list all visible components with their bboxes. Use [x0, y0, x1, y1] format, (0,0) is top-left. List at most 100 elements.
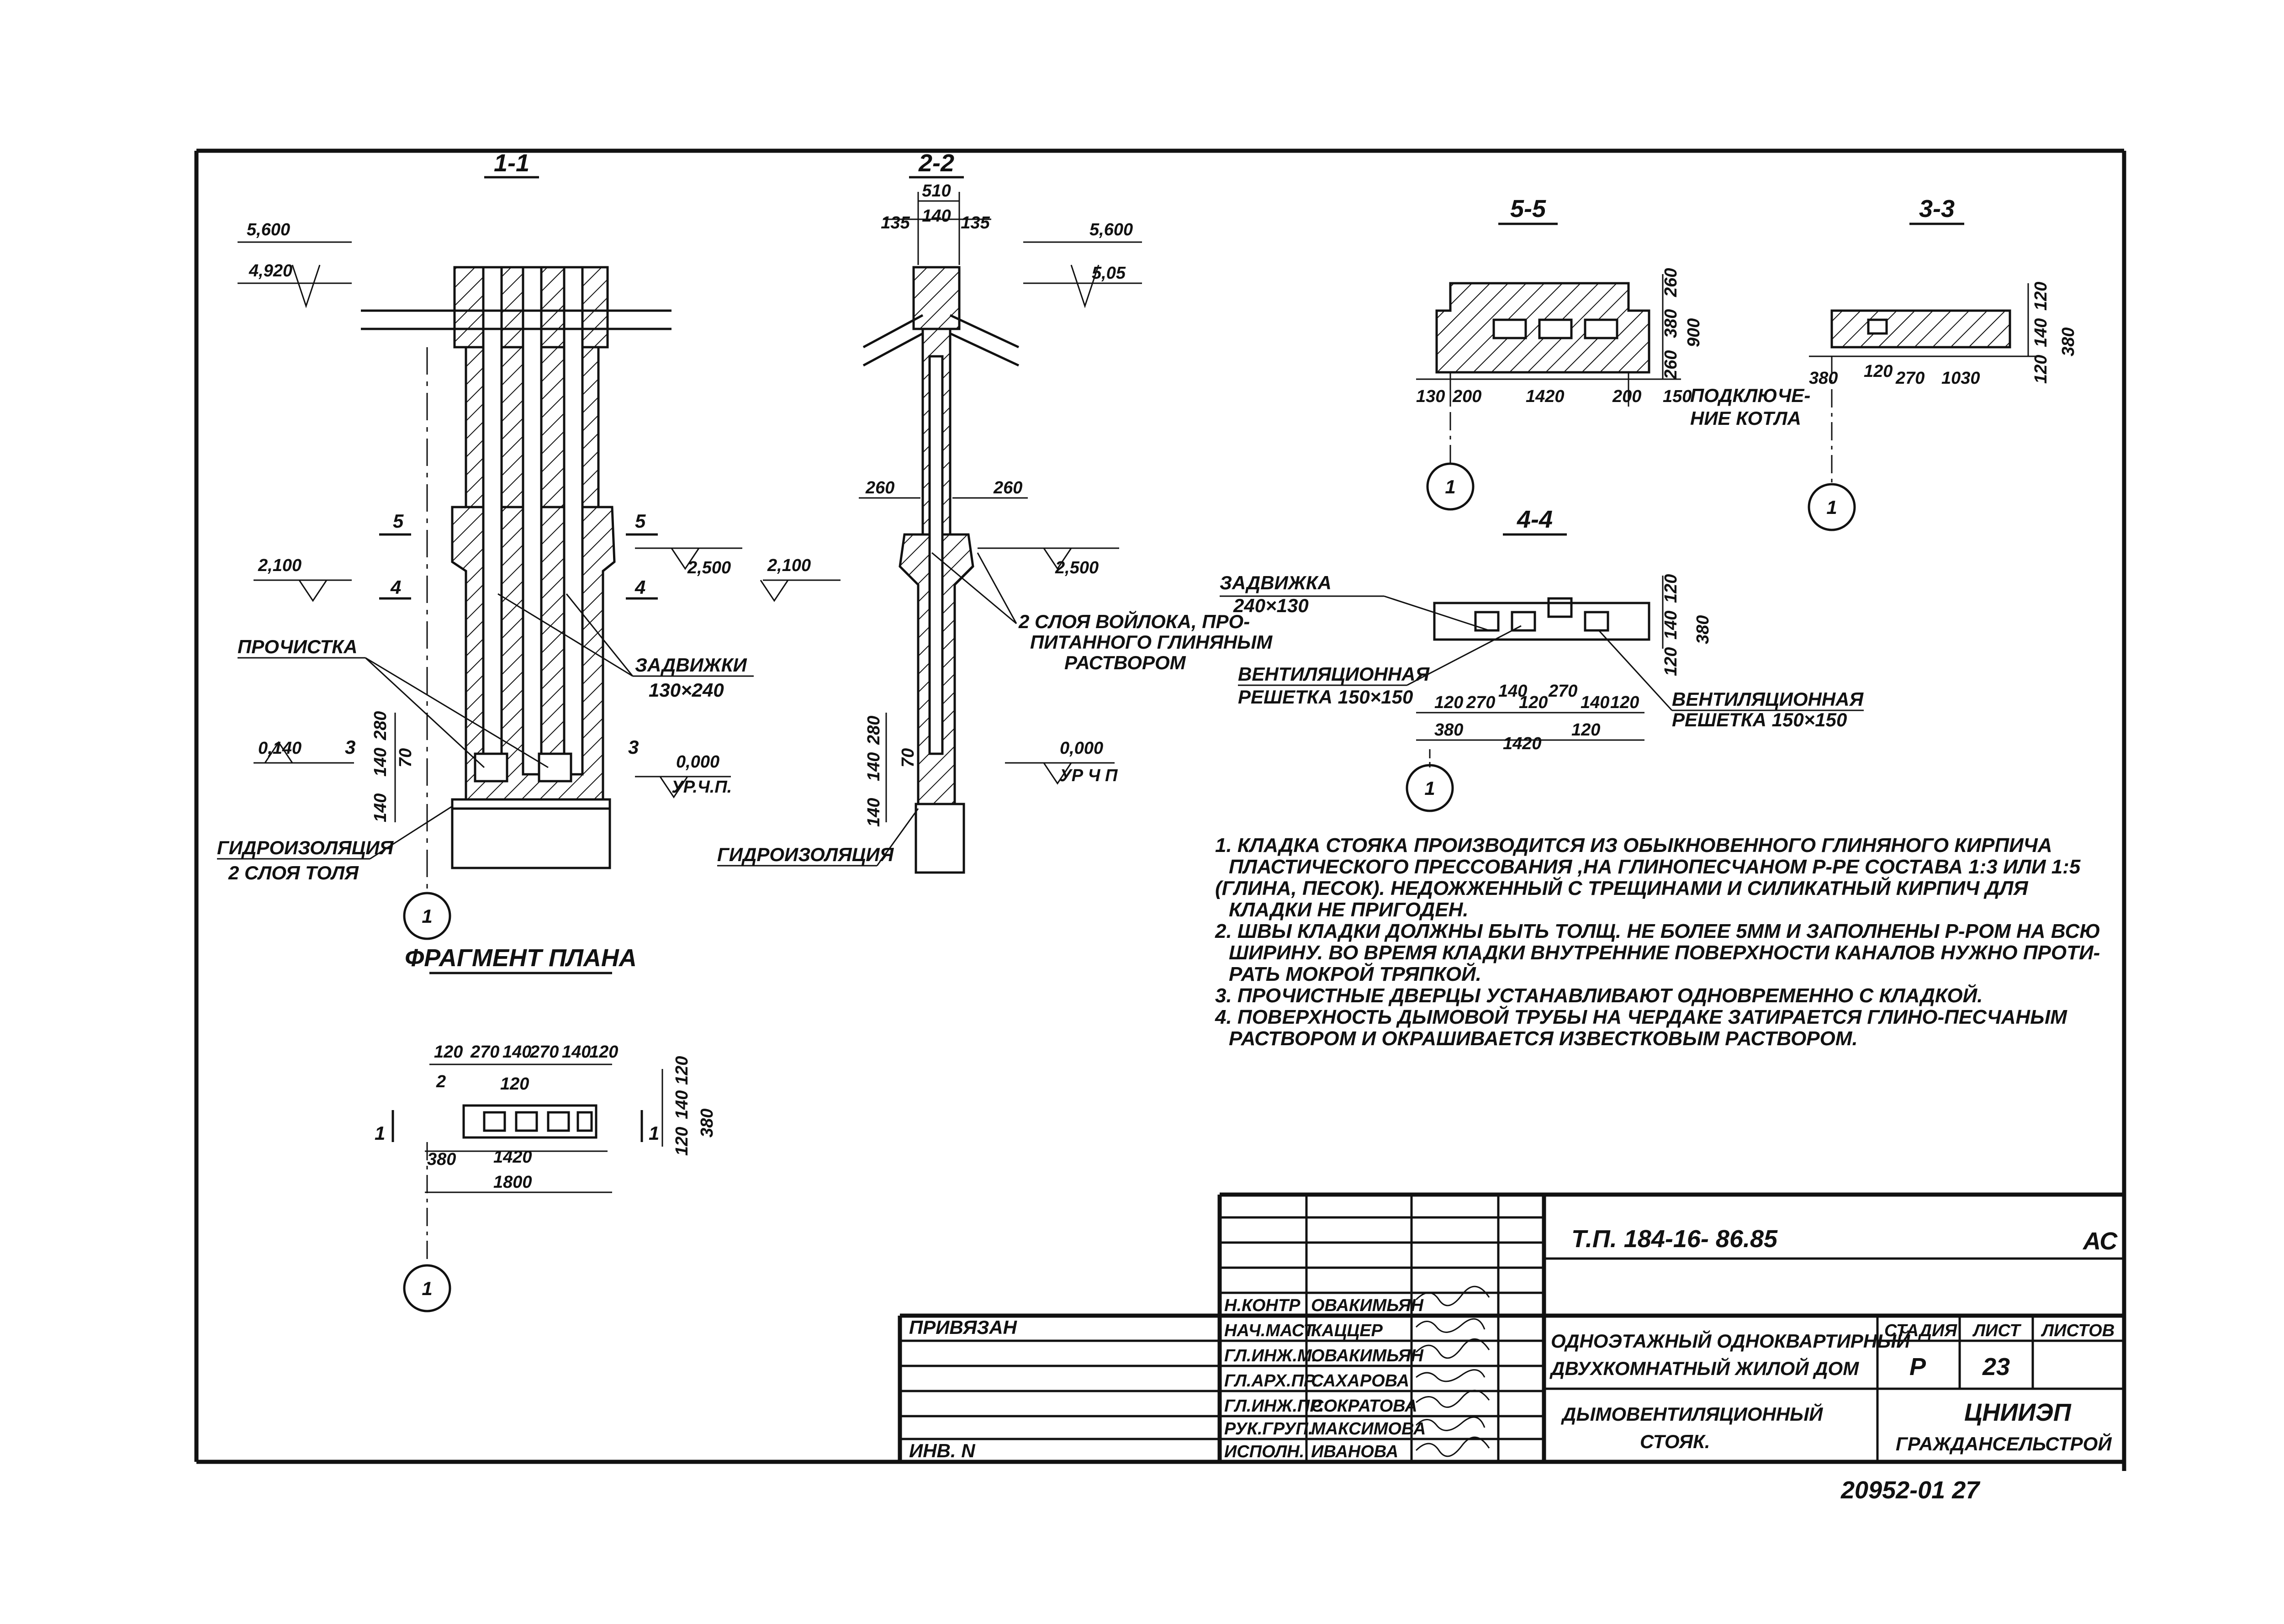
svg-text:140: 140: [502, 1042, 531, 1062]
svg-text:140: 140: [672, 1090, 692, 1119]
svg-text:5: 5: [393, 510, 404, 532]
svg-text:200: 200: [1452, 387, 1481, 406]
svg-text:ПРИВЯЗАН: ПРИВЯЗАН: [909, 1317, 1018, 1338]
svg-text:УР Ч П: УР Ч П: [1060, 766, 1118, 785]
svg-text:135: 135: [881, 213, 910, 233]
svg-text:ГЛ.ИНЖ.М.: ГЛ.ИНЖ.М.: [1224, 1346, 1316, 1365]
svg-text:1: 1: [422, 1278, 432, 1299]
svg-text:120: 120: [500, 1074, 529, 1094]
svg-text:0,140: 0,140: [258, 739, 301, 758]
svg-text:(ГЛИНА, ПЕСОК). НЕДОЖЖЕННЫЙ С: (ГЛИНА, ПЕСОК). НЕДОЖЖЕННЫЙ С ТРЕЩИНАМИ …: [1215, 876, 2028, 899]
footer-code: 20952-01 27: [1840, 1476, 1981, 1504]
svg-text:1420: 1420: [493, 1148, 532, 1167]
svg-text:СТОЯК.: СТОЯК.: [1640, 1431, 1710, 1452]
svg-text:2. ШВЫ КЛАДКИ ДОЛЖНЫ БЫТЬ ТОЛЩ: 2. ШВЫ КЛАДКИ ДОЛЖНЫ БЫТЬ ТОЛЩ. НЕ БОЛЕЕ…: [1215, 920, 2100, 942]
svg-text:140: 140: [562, 1042, 591, 1062]
svg-text:Р: Р: [1909, 1353, 1926, 1381]
svg-text:120: 120: [672, 1127, 692, 1156]
svg-text:3-3: 3-3: [1919, 195, 1955, 222]
svg-text:3. ПРОЧИСТНЫЕ ДВЕРЦЫ УСТАНАВ: 3. ПРОЧИСТНЫЕ ДВЕРЦЫ УСТАНАВЛИВАЮТ ОДНОВ…: [1215, 984, 1983, 1007]
svg-text:ГИДРОИЗОЛЯЦИЯ: ГИДРОИЗОЛЯЦИЯ: [717, 844, 894, 865]
svg-text:2 СЛОЯ ВОЙЛОКА, ПРО-: 2 СЛОЯ ВОЙЛОКА, ПРО-: [1018, 610, 1250, 632]
svg-text:1: 1: [1424, 778, 1435, 799]
svg-text:140: 140: [1498, 682, 1527, 701]
svg-text:5: 5: [635, 510, 646, 532]
svg-text:120: 120: [589, 1042, 618, 1062]
svg-text:270: 270: [1895, 369, 1924, 388]
svg-text:140: 140: [1661, 611, 1681, 640]
svg-text:260: 260: [1661, 268, 1681, 297]
svg-text:4,920: 4,920: [248, 261, 292, 280]
svg-text:ГИДРОИЗОЛЯЦИЯ: ГИДРОИЗОЛЯЦИЯ: [217, 837, 394, 858]
svg-text:70: 70: [899, 748, 918, 767]
svg-text:ИСПОЛН.: ИСПОЛН.: [1224, 1442, 1304, 1461]
svg-text:МАКСИМОВА: МАКСИМОВА: [1311, 1419, 1426, 1439]
plan-fragment: ФРАГМЕНТ ПЛАНА 120 270 140 270 140 120 1…: [375, 944, 717, 1312]
svg-text:2-2: 2-2: [918, 149, 954, 177]
svg-text:1800: 1800: [493, 1173, 532, 1192]
svg-text:270: 270: [470, 1042, 499, 1062]
svg-text:ГРАЖДАНСЕЛЬСТРОЙ: ГРАЖДАНСЕЛЬСТРОЙ: [1896, 1432, 2112, 1455]
svg-text:ЛИСТОВ: ЛИСТОВ: [2041, 1321, 2115, 1340]
svg-text:120: 120: [1864, 362, 1893, 381]
svg-text:ГЛ.ИНЖ.ПР.: ГЛ.ИНЖ.ПР.: [1224, 1397, 1324, 1416]
svg-text:ГЛ.АРХ.ПР.: ГЛ.АРХ.ПР.: [1224, 1371, 1318, 1391]
svg-text:380: 380: [1661, 309, 1681, 338]
section-3-3: 3-3 380 120 270 1030 120 140 120 380 1: [1808, 195, 2078, 531]
svg-text:1: 1: [1445, 476, 1455, 497]
svg-text:ЗАДВИЖКА: ЗАДВИЖКА: [1220, 572, 1332, 593]
svg-text:120: 120: [1610, 693, 1639, 712]
svg-text:ОВАКИМЬЯН: ОВАКИМЬЯН: [1311, 1296, 1424, 1315]
signatures: [1415, 1285, 1490, 1457]
svg-text:НИЕ КОТЛА: НИЕ КОТЛА: [1690, 407, 1801, 429]
svg-text:САХАРОВА: САХАРОВА: [1311, 1371, 1409, 1391]
svg-text:1: 1: [1826, 497, 1837, 518]
svg-text:2,500: 2,500: [1055, 558, 1099, 577]
svg-text:УР.Ч.П.: УР.Ч.П.: [671, 778, 732, 797]
svg-text:4. ПОВЕРХНОСТЬ ДЫМОВОЙ ТРУБЫ: 4. ПОВЕРХНОСТЬ ДЫМОВОЙ ТРУБЫ НА ЧЕРДАКЕ …: [1215, 1005, 2067, 1028]
svg-text:270: 270: [529, 1042, 559, 1062]
svg-text:1: 1: [375, 1122, 385, 1144]
svg-text:120: 120: [434, 1042, 463, 1062]
svg-text:380: 380: [698, 1109, 717, 1137]
svg-text:23: 23: [1982, 1353, 2010, 1381]
svg-text:1: 1: [649, 1122, 659, 1144]
svg-text:3: 3: [345, 736, 355, 758]
svg-text:900: 900: [1684, 318, 1703, 347]
svg-text:РЕШЕТКА 150×150: РЕШЕТКА 150×150: [1238, 686, 1413, 708]
zadvizhki-label: ЗАДВИЖКИ: [635, 654, 747, 676]
svg-text:1. КЛАДКА СТОЯКА ПРОИЗВОДИТСЯ: 1. КЛАДКА СТОЯКА ПРОИЗВОДИТСЯ ИЗ ОБЫКНОВ…: [1215, 834, 2052, 857]
svg-text:140: 140: [864, 752, 883, 781]
svg-text:380: 380: [427, 1150, 456, 1169]
svg-text:ДВУХКОМНАТНЫЙ ЖИЛОЙ ДОМ: ДВУХКОМНАТНЫЙ ЖИЛОЙ ДОМ: [1549, 1357, 1859, 1379]
svg-text:280: 280: [371, 711, 390, 741]
svg-text:ИНВ. N: ИНВ. N: [909, 1440, 976, 1461]
svg-text:КЛАДКИ НЕ ПРИГОДЕН.: КЛАДКИ НЕ ПРИГОДЕН.: [1229, 899, 1469, 921]
svg-text:120: 120: [2031, 355, 2051, 384]
svg-text:270: 270: [1466, 693, 1495, 712]
svg-text:130×240: 130×240: [649, 679, 724, 701]
section-1-1: 1-1 1 5,600 4,920 2,100 0,140: [217, 149, 754, 940]
svg-text:ОВАКИМЬЯН: ОВАКИМЬЯН: [1311, 1346, 1424, 1365]
svg-text:2: 2: [436, 1072, 446, 1091]
svg-text:РАСТВОРОМ И ОКРАШИВАЕТСЯ ИЗВЕС: РАСТВОРОМ И ОКРАШИВАЕТСЯ ИЗВЕСТКОВЫМ РАС…: [1229, 1027, 1858, 1050]
svg-text:2,100: 2,100: [258, 556, 301, 575]
svg-text:380: 380: [1809, 369, 1838, 388]
svg-text:130: 130: [1416, 387, 1445, 406]
svg-text:0,000: 0,000: [1060, 739, 1103, 758]
svg-text:5,600: 5,600: [247, 220, 290, 239]
svg-text:4: 4: [390, 577, 401, 598]
svg-text:1420: 1420: [1526, 387, 1565, 406]
title-block: Т.П. 184-16- 86.85 АС ПРИВЯЗАН ИНВ. N Н.…: [898, 1192, 2124, 1462]
svg-text:КАЦЦЕР: КАЦЦЕР: [1311, 1321, 1383, 1340]
general-notes: 1. КЛАДКА СТОЯКА ПРОИЗВОДИТСЯ ИЗ ОБЫКНОВ…: [1215, 834, 2100, 1050]
svg-text:ПИТАННОГО ГЛИНЯНЫМ: ПИТАННОГО ГЛИНЯНЫМ: [1030, 631, 1273, 653]
svg-text:3: 3: [628, 736, 639, 758]
svg-text:380: 380: [1693, 615, 1713, 644]
svg-text:380: 380: [2059, 328, 2078, 356]
svg-text:5,600: 5,600: [1089, 220, 1133, 239]
svg-text:260: 260: [865, 478, 894, 497]
section-title: 1-1: [494, 149, 529, 177]
svg-text:120: 120: [1434, 693, 1463, 712]
svg-text:ВЕНТИЛЯЦИОННАЯ: ВЕНТИЛЯЦИОННАЯ: [1238, 663, 1430, 685]
